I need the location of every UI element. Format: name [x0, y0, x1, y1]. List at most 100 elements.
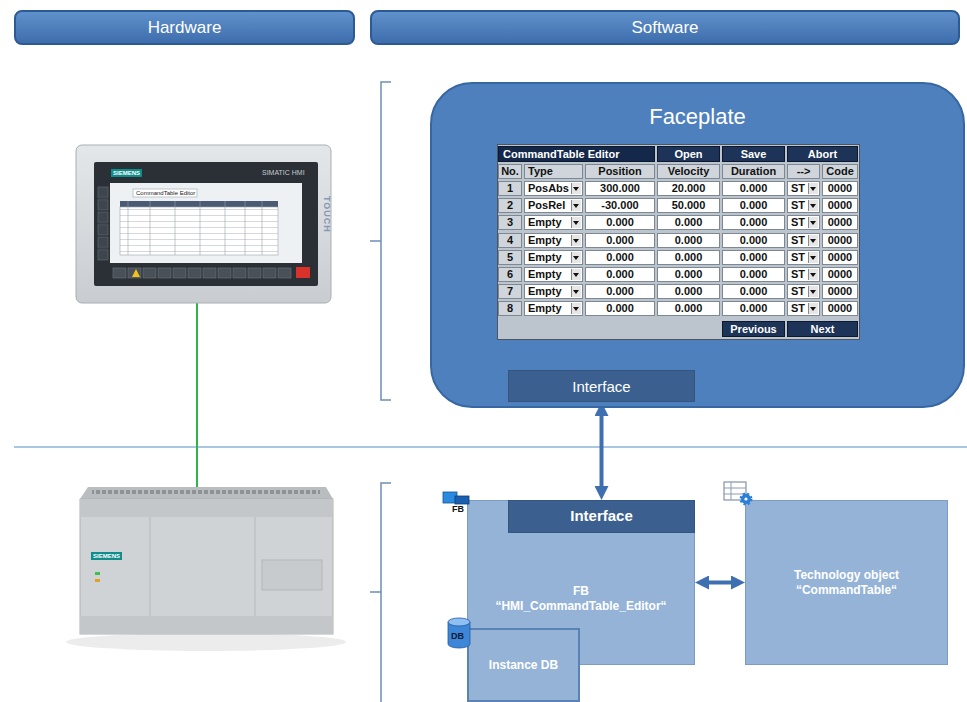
- cell-text: 0.000: [606, 268, 634, 280]
- cell-text: 0.000: [606, 216, 634, 228]
- cell-text: PosRel: [528, 199, 565, 211]
- dropdown-arrow: [808, 303, 818, 314]
- cell-text: 0.000: [740, 216, 768, 228]
- cell-text: 6: [507, 268, 513, 280]
- table-cell: 20.000: [657, 181, 720, 196]
- table-cell: 300.000: [585, 181, 655, 196]
- table-button: Save: [722, 146, 785, 162]
- cell-text: 0.000: [675, 251, 703, 263]
- cell-text: 0.000: [675, 216, 703, 228]
- table-cell: 0000: [822, 301, 858, 316]
- table-cell: Empty: [524, 215, 583, 230]
- cell-text: 0.000: [740, 302, 768, 314]
- table-cell: 0000: [822, 284, 858, 299]
- table-cell: 7: [498, 284, 522, 299]
- table-button: Next: [787, 321, 858, 337]
- screen-title: CommandTable Editor: [136, 190, 195, 196]
- cell-text: -30.000: [601, 199, 638, 211]
- cell-text: ST: [791, 285, 805, 297]
- table-cell: 0000: [822, 198, 858, 213]
- node-text: FB “HMI_CommandTable_Editor“: [495, 584, 666, 614]
- table-cell: 8: [498, 301, 522, 316]
- cell-text: 0000: [828, 251, 852, 263]
- table-button: Previous: [722, 321, 785, 337]
- table-cell: ST: [787, 215, 820, 230]
- dropdown-arrow: [808, 235, 818, 246]
- screen-field: [133, 189, 197, 197]
- hmi-bezel: [94, 162, 318, 286]
- cell-text: 0000: [828, 199, 852, 211]
- table-cell: -->: [787, 164, 820, 179]
- dropdown-arrow: [571, 235, 581, 246]
- cell-text: 20.000: [672, 182, 706, 194]
- table-cell: Type: [524, 164, 583, 179]
- cell-text: Next: [811, 323, 835, 335]
- cell-text: 0.000: [675, 302, 703, 314]
- cell-text: -->: [797, 165, 811, 177]
- brand-plate: [111, 169, 142, 177]
- model-label: SIMATIC HMI: [262, 169, 305, 176]
- table-cell: Velocity: [657, 164, 720, 179]
- cell-text: ST: [791, 251, 805, 263]
- brand-label: SIEMENS: [93, 553, 120, 559]
- connector-arrow: [703, 581, 737, 585]
- cell-text: 0.000: [606, 285, 634, 297]
- table-cell: ST: [787, 301, 820, 316]
- table-cell: 0.000: [657, 284, 720, 299]
- cell-text: ST: [791, 302, 805, 314]
- table-cell: 0.000: [657, 301, 720, 316]
- table-button: Abort: [787, 146, 858, 162]
- table-cell: ST: [787, 267, 820, 282]
- cell-text: 0.000: [740, 251, 768, 263]
- table-cell: ST: [787, 181, 820, 196]
- instance-db-box: Instance DB: [467, 628, 580, 702]
- table-button: Open: [657, 146, 720, 162]
- cell-text: Save: [741, 148, 767, 160]
- node-text: Technology object “CommandTable“: [782, 568, 912, 598]
- dropdown-arrow: [808, 200, 818, 211]
- hmi-screen: [110, 183, 302, 263]
- terminal-strip: [80, 499, 333, 517]
- command-table: CommandTable EditorOpenSaveAbortNo.TypeP…: [497, 144, 860, 340]
- cell-text: 7: [507, 285, 513, 297]
- dropdown-arrow: [571, 303, 581, 314]
- cell-text: 0.000: [740, 234, 768, 246]
- dropdown-arrow: [571, 183, 581, 194]
- table-cell: ST: [787, 198, 820, 213]
- table-cell: 0.000: [585, 284, 655, 299]
- bracket: [370, 483, 391, 702]
- cell-text: 0000: [828, 268, 852, 280]
- cell-text: 0.000: [675, 285, 703, 297]
- dropdown-arrow: [808, 252, 818, 263]
- table-cell: 0.000: [585, 250, 655, 265]
- screen-table: [120, 207, 278, 255]
- module-seam: [255, 517, 256, 616]
- table-cell: PosAbs: [524, 181, 583, 196]
- cell-text: 0.000: [740, 199, 768, 211]
- dropdown-arrow: [571, 217, 581, 228]
- table-cell: 0.000: [657, 250, 720, 265]
- table-cell: 0.000: [722, 198, 785, 213]
- table-cell: 0.000: [657, 233, 720, 248]
- table-cell: CommandTable Editor: [498, 146, 655, 162]
- plc-illustration: [66, 487, 346, 651]
- cell-text: ST: [791, 268, 805, 280]
- cell-text: 0.000: [740, 285, 768, 297]
- table-cell: 1: [498, 181, 522, 196]
- cover-plate: [262, 560, 322, 590]
- cell-text: 0000: [828, 285, 852, 297]
- table-cell: 0.000: [722, 250, 785, 265]
- cell-text: 8: [507, 302, 513, 314]
- plc-top: [80, 487, 333, 499]
- table-cell: Empty: [524, 301, 583, 316]
- node-text: Interface: [570, 507, 633, 526]
- table-cell: Empty: [524, 267, 583, 282]
- cell-text: Empty: [528, 285, 562, 297]
- dropdown-arrow: [571, 286, 581, 297]
- table-cell: 5: [498, 250, 522, 265]
- header-band: Hardware: [14, 10, 355, 45]
- table-cell: 0.000: [722, 267, 785, 282]
- cell-text: 0.000: [606, 234, 634, 246]
- shadow: [66, 633, 346, 651]
- table-cell: 0.000: [722, 215, 785, 230]
